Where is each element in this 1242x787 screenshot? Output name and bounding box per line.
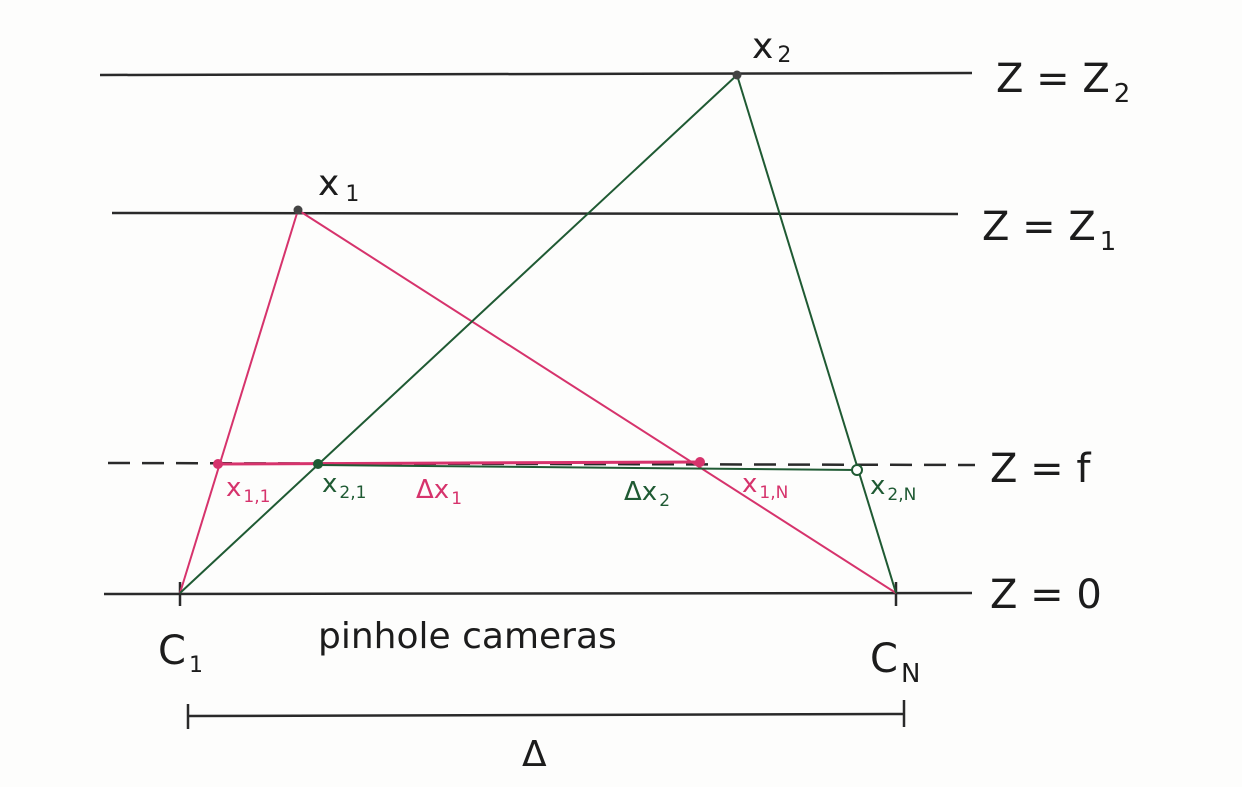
point-x1 xyxy=(293,205,303,215)
label-plane-0: Z = 0 xyxy=(990,572,1102,618)
ray-x2-to-cn xyxy=(736,74,897,594)
plane-z2-line xyxy=(99,71,973,77)
label-baseline-delta: Δ xyxy=(522,734,547,775)
point-x1n xyxy=(695,457,705,467)
label-plane-f: Z = f xyxy=(990,446,1091,492)
plane-z1-line xyxy=(111,211,959,216)
disparity-dx2-segment xyxy=(317,464,858,471)
ray-x1-to-cn xyxy=(297,209,897,594)
baseline-line xyxy=(187,712,905,718)
point-x2n xyxy=(851,464,863,476)
ray-x1-to-c1 xyxy=(179,209,299,594)
label-cameras: pinhole cameras xyxy=(318,616,617,657)
plane-0-line xyxy=(103,591,973,596)
point-x2 xyxy=(732,70,742,80)
disparity-dx1-segment xyxy=(217,460,701,466)
ray-x2-to-c1 xyxy=(179,74,738,594)
point-x21 xyxy=(313,459,323,469)
point-x11 xyxy=(213,459,223,469)
